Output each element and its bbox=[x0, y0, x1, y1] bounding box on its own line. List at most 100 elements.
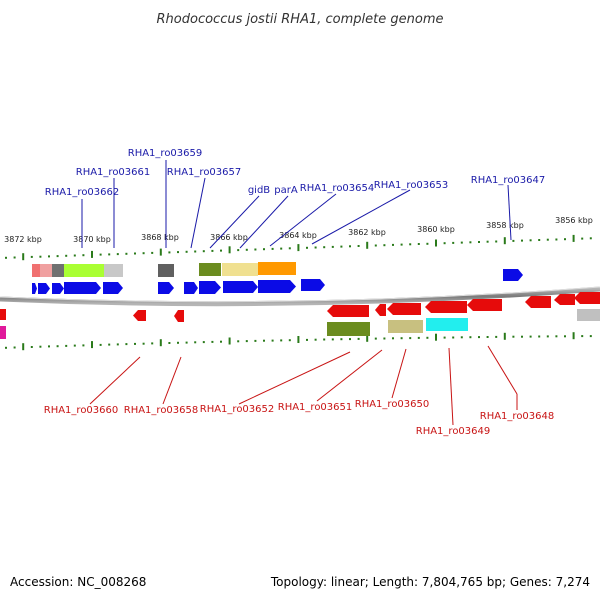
major-tick bbox=[159, 248, 162, 256]
minor-tick bbox=[529, 239, 532, 242]
feature-block[interactable] bbox=[199, 263, 221, 276]
minor-tick bbox=[5, 256, 7, 259]
upper-feature-band bbox=[32, 262, 296, 277]
reverse-gene[interactable] bbox=[574, 292, 600, 304]
reverse-gene[interactable] bbox=[554, 294, 575, 305]
major-tick bbox=[366, 334, 369, 342]
minor-tick bbox=[56, 255, 59, 258]
forward-gene[interactable] bbox=[184, 282, 198, 294]
forward-gene[interactable] bbox=[103, 282, 123, 294]
minor-tick bbox=[220, 249, 222, 252]
minor-tick bbox=[521, 239, 523, 242]
minor-tick bbox=[142, 252, 145, 255]
feature-block[interactable] bbox=[64, 264, 104, 277]
major-tick bbox=[503, 332, 506, 340]
feature-block[interactable] bbox=[222, 263, 258, 276]
feature-block[interactable] bbox=[32, 264, 40, 277]
forward-gene[interactable] bbox=[199, 281, 221, 294]
feature-block[interactable] bbox=[40, 264, 52, 277]
minor-tick bbox=[323, 246, 326, 249]
minor-tick bbox=[48, 345, 50, 348]
minor-tick bbox=[185, 341, 188, 344]
feature-block[interactable] bbox=[104, 264, 123, 277]
minor-tick bbox=[383, 244, 386, 247]
gene-label[interactable]: RHA1_ro03654 bbox=[300, 183, 375, 194]
minor-tick bbox=[374, 244, 377, 247]
gene-label[interactable]: parA bbox=[274, 185, 298, 196]
reverse-gene[interactable] bbox=[387, 303, 421, 315]
minor-tick bbox=[194, 250, 197, 253]
scale-label: 3858 kbp bbox=[486, 221, 524, 230]
minor-tick bbox=[82, 254, 85, 257]
reverse-gene[interactable] bbox=[467, 299, 502, 311]
forward-gene[interactable] bbox=[158, 282, 174, 294]
gene-label[interactable]: RHA1_ro03651 bbox=[278, 402, 353, 413]
reverse-gene[interactable] bbox=[425, 301, 467, 313]
minor-tick bbox=[73, 254, 76, 257]
gene-label[interactable]: gidB bbox=[248, 185, 270, 196]
forward-gene[interactable] bbox=[223, 281, 258, 293]
minor-tick bbox=[589, 237, 592, 240]
feature-block[interactable] bbox=[327, 322, 370, 336]
minor-tick bbox=[108, 253, 111, 256]
minor-tick bbox=[564, 238, 566, 241]
major-tick bbox=[22, 253, 25, 261]
gene-label[interactable]: RHA1_ro03653 bbox=[374, 180, 449, 191]
forward-gene[interactable] bbox=[503, 269, 523, 281]
reverse-gene[interactable] bbox=[327, 305, 369, 317]
scale-label: 3862 kbp bbox=[348, 228, 386, 237]
genome-backbone bbox=[0, 286, 600, 307]
feature-block[interactable] bbox=[158, 264, 174, 277]
gene-label[interactable]: RHA1_ro03652 bbox=[200, 404, 275, 415]
feature-block[interactable] bbox=[388, 320, 423, 333]
minor-tick bbox=[538, 335, 541, 338]
minor-tick bbox=[495, 335, 498, 338]
genome-title: Rhodococcus jostii RHA1, complete genome bbox=[157, 12, 444, 27]
minor-tick bbox=[426, 242, 429, 245]
minor-tick bbox=[108, 343, 111, 346]
forward-gene[interactable] bbox=[64, 282, 101, 294]
forward-gene[interactable] bbox=[32, 283, 37, 294]
forward-gene[interactable] bbox=[301, 279, 325, 291]
minor-tick bbox=[314, 338, 317, 341]
major-tick bbox=[435, 333, 437, 341]
gene-label[interactable]: RHA1_ro03657 bbox=[167, 167, 242, 178]
major-tick bbox=[297, 336, 300, 343]
minor-tick bbox=[202, 250, 205, 253]
forward-gene[interactable] bbox=[258, 280, 296, 293]
major-tick bbox=[503, 237, 506, 245]
feature-block[interactable] bbox=[52, 264, 64, 277]
gene-label[interactable]: RHA1_ro03658 bbox=[124, 405, 199, 416]
scale-label: 3860 kbp bbox=[417, 225, 455, 234]
feature-block[interactable] bbox=[0, 326, 6, 339]
minor-tick bbox=[383, 337, 386, 340]
feature-block[interactable] bbox=[577, 309, 600, 321]
gene-label[interactable]: RHA1_ro03659 bbox=[128, 148, 203, 159]
gene-label[interactable]: RHA1_ro03650 bbox=[355, 399, 430, 410]
gene-label[interactable]: RHA1_ro03649 bbox=[416, 426, 491, 437]
feature-block[interactable] bbox=[426, 318, 468, 331]
gene-label[interactable]: RHA1_ro03662 bbox=[45, 187, 120, 198]
forward-strand bbox=[32, 269, 523, 294]
forward-gene[interactable] bbox=[52, 283, 64, 294]
minor-tick bbox=[254, 248, 257, 251]
major-tick bbox=[228, 246, 231, 254]
minor-tick bbox=[142, 342, 145, 345]
gene-label[interactable]: RHA1_ro03647 bbox=[471, 175, 546, 186]
reverse-gene[interactable] bbox=[375, 304, 386, 316]
minor-tick bbox=[340, 338, 343, 341]
forward-gene[interactable] bbox=[38, 283, 50, 294]
reverse-gene[interactable] bbox=[174, 310, 184, 322]
gene-label[interactable]: RHA1_ro03648 bbox=[480, 411, 555, 422]
feature-block[interactable] bbox=[258, 262, 296, 275]
gene-label[interactable]: RHA1_ro03661 bbox=[76, 167, 151, 178]
minor-tick bbox=[409, 337, 412, 340]
genome-backbone-highlight bbox=[0, 286, 600, 303]
major-tick bbox=[366, 241, 369, 249]
reverse-gene[interactable] bbox=[133, 310, 146, 321]
reverse-gene[interactable] bbox=[0, 309, 6, 320]
reverse-gene[interactable] bbox=[525, 296, 551, 308]
gene-label[interactable]: RHA1_ro03660 bbox=[44, 405, 119, 416]
scale-labels: 3872 kbp 3870 kbp 3868 kbp 3866 kbp 3864… bbox=[4, 216, 593, 244]
